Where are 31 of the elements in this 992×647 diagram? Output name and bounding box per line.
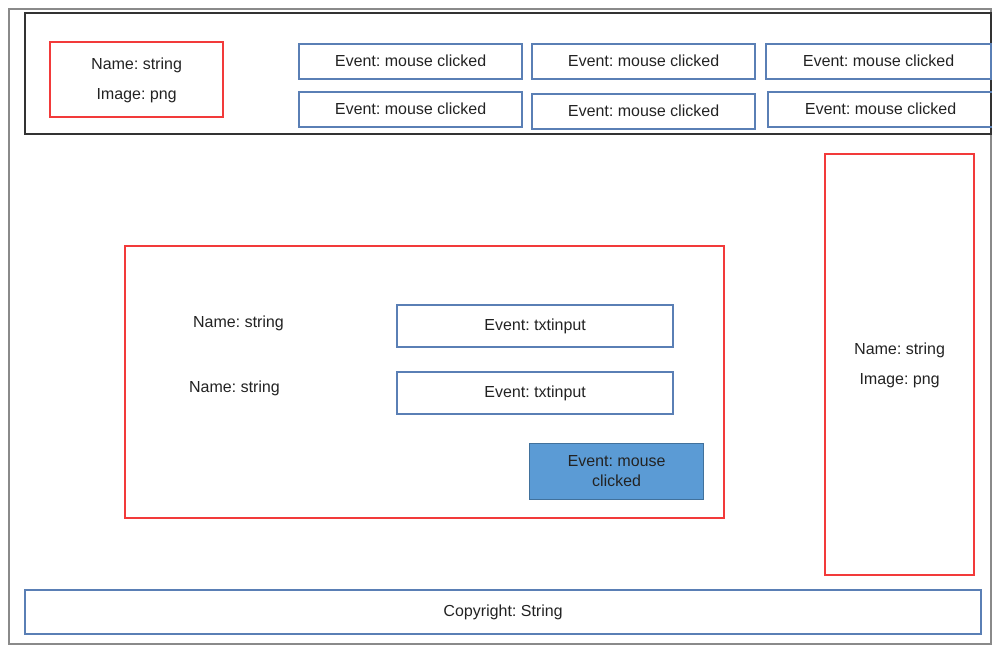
- label-text: Event: mouse clicked: [334, 52, 486, 72]
- event-box: [765, 43, 992, 80]
- header-panel: [24, 12, 992, 135]
- event-box: [24, 589, 982, 635]
- label-text: Event: mouse clicked: [334, 100, 486, 120]
- page-frame: [8, 8, 992, 645]
- event-box: [298, 91, 523, 128]
- event-box: [767, 91, 992, 128]
- event-box: [531, 43, 756, 80]
- label-text: Image: png: [96, 84, 177, 104]
- event-box: [396, 371, 674, 415]
- label-text: Image: png: [859, 370, 940, 389]
- label-text: Name: string: [91, 55, 182, 74]
- label-text: Event: mouse clicked: [568, 52, 720, 72]
- event-button: [529, 443, 704, 500]
- label-text: Copyright: String: [443, 602, 563, 622]
- label-text: Event: txtinput: [484, 383, 586, 403]
- info-box: [824, 153, 975, 576]
- form-panel: [124, 245, 725, 519]
- info-box: [49, 41, 224, 118]
- label-text: Event: mouse clicked: [804, 100, 956, 120]
- event-box: [531, 93, 756, 130]
- label-text: Name: string: [854, 340, 945, 360]
- field-label: Name: string: [193, 314, 284, 332]
- label-text: Event: mouse clicked: [568, 102, 720, 122]
- label-text: Event: mouse clicked: [802, 52, 954, 72]
- field-label: Name: string: [189, 379, 280, 397]
- label-text: Event: mouse clicked: [566, 452, 666, 491]
- label-text: Event: txtinput: [484, 316, 586, 336]
- event-box: [396, 304, 674, 348]
- event-box: [298, 43, 523, 80]
